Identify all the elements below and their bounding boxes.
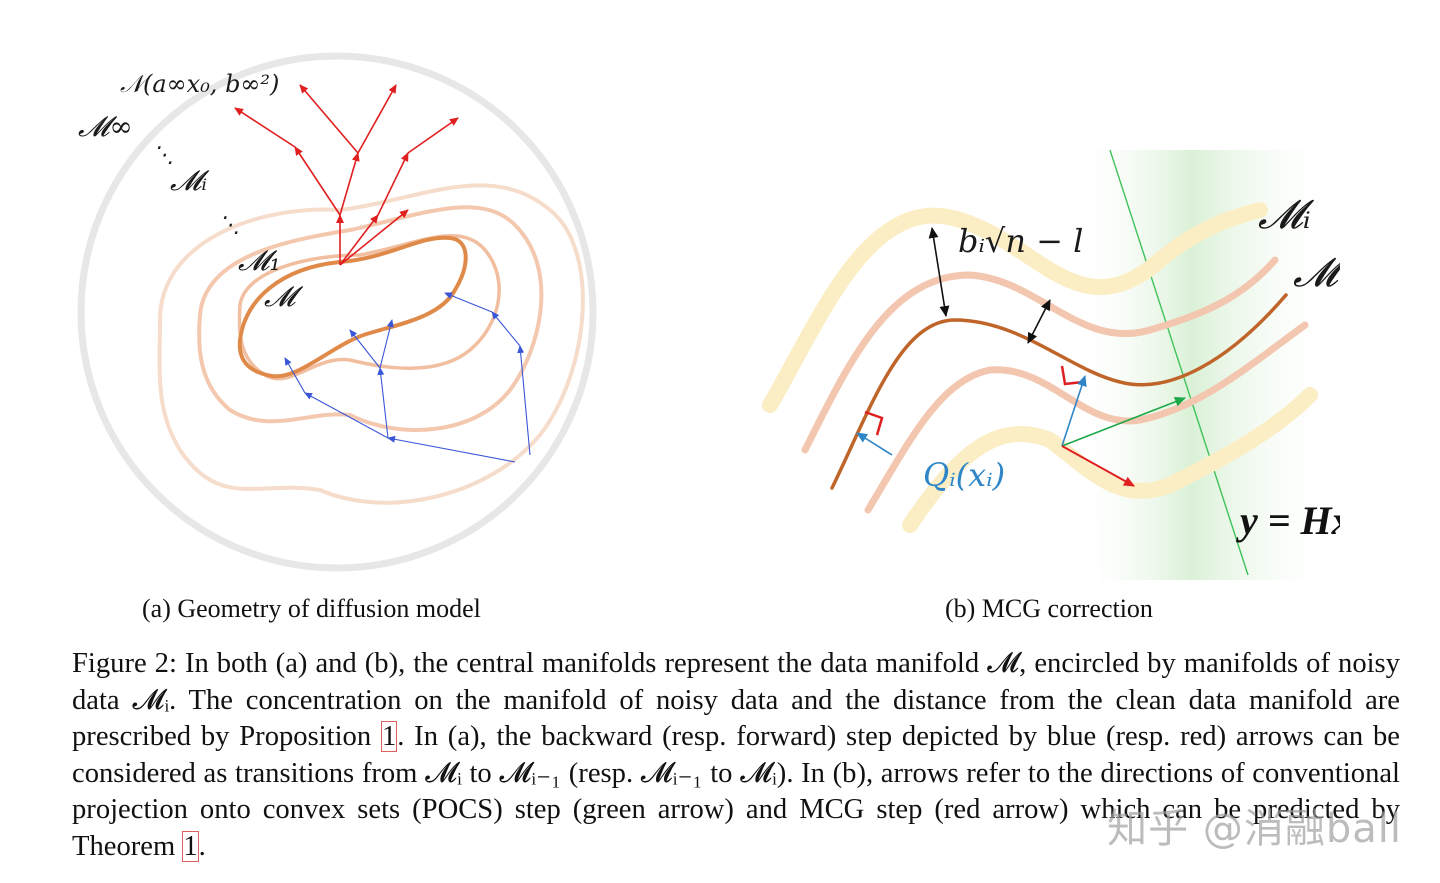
distance-arrow-main xyxy=(928,227,950,317)
pocs-step-arrow xyxy=(1061,396,1186,447)
figure-a-diffusion-geometry: 𝒩(a∞x₀, b∞²) 𝓜∞ ⋱ 𝓜ᵢ ⋱ 𝓜₁ 𝓜 xyxy=(77,52,597,572)
data-manifold-label: 𝓜 xyxy=(1293,250,1340,296)
noise-distance-label: bᵢ√n − l xyxy=(958,222,1083,260)
projection-arrow-left xyxy=(856,432,893,456)
ellipsis-dots-lower: ⋱ xyxy=(218,213,240,238)
right-angle-marker-left xyxy=(864,410,884,436)
distance-arrow-secondary xyxy=(1027,299,1051,344)
manifold-mi-pink-top xyxy=(801,256,1279,454)
manifold-m-infinity-label: 𝓜∞ xyxy=(78,110,133,143)
right-angle-marker-center xyxy=(1060,365,1084,386)
projection-arrow-center xyxy=(1061,375,1087,447)
figure-b-mcg-correction: bᵢ√n − l 𝓜ᵢ 𝓜 Qᵢ(xᵢ) y = Hx xyxy=(762,150,1340,580)
ellipsis-dots-upper: ⋱ xyxy=(152,143,174,168)
theorem-reference-link[interactable]: 1 xyxy=(182,830,199,862)
subfigure-a-caption: (a) Geometry of diffusion model xyxy=(142,594,481,623)
data-manifold-contour xyxy=(237,235,468,379)
manifold-m1-label: 𝓜₁ xyxy=(238,244,281,277)
forward-arrows xyxy=(234,84,459,266)
proposition-reference-link[interactable]: 1 xyxy=(380,721,398,753)
projection-label: Qᵢ(xᵢ) xyxy=(923,456,1005,494)
manifold-mi-contour xyxy=(197,205,544,432)
measurement-equation-label: y = Hx xyxy=(1236,498,1340,543)
caption-text-part3: . xyxy=(198,830,206,862)
manifold-outer-contour xyxy=(157,183,585,505)
noise-distribution-label: 𝒩(a∞x₀, b∞²) xyxy=(120,70,279,98)
zhihu-watermark: 知乎 @消融ball xyxy=(1107,806,1402,852)
manifold-mi-label: 𝓜ᵢ xyxy=(1258,192,1315,238)
manifold-mi-outer-bottom xyxy=(902,387,1318,533)
caption-text-part2: . In (a), the backward (resp. forward) s… xyxy=(72,721,1400,862)
data-manifold-label: 𝓜 xyxy=(264,280,304,313)
manifold-mi-outer-top xyxy=(762,202,1268,413)
subfigure-b-caption: (b) MCG correction xyxy=(945,594,1153,623)
noise-distribution-circle xyxy=(77,52,597,572)
manifold-mi-label: 𝓜ᵢ xyxy=(170,164,210,197)
figure-caption: Figure 2: In both (a) and (b), the centr… xyxy=(72,646,1400,866)
backward-arrows xyxy=(284,292,531,463)
manifold-mi-pink-bottom xyxy=(864,321,1309,514)
mcg-step-arrow xyxy=(1061,445,1135,487)
measurement-hyperplane xyxy=(1109,150,1249,576)
caption-text-part1: Figure 2: In both (a) and (b), the centr… xyxy=(72,648,1400,753)
